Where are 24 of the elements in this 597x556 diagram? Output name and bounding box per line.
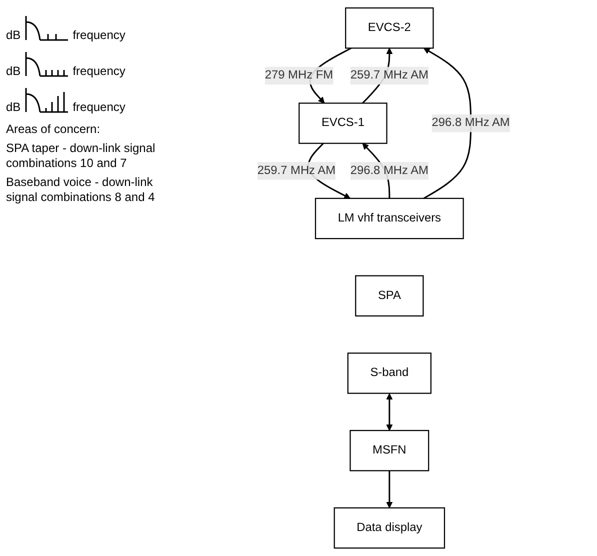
node-box: Data display xyxy=(334,507,445,549)
node-box: S-band xyxy=(347,352,432,394)
edge-label: 259.7 MHz AM xyxy=(350,68,428,82)
note-text: Areas of concern: xyxy=(6,122,102,137)
edge-label: 279 MHz FM xyxy=(264,68,333,82)
note-text: SPA taper - down-link signal combinations 10 and 7 xyxy=(6,141,156,171)
edge-label: 296.8 MHz AM xyxy=(432,116,510,130)
axis-label: frequency xyxy=(72,28,126,42)
arrow xyxy=(386,470,393,508)
edge-label: 296.8 MHz AM xyxy=(350,164,428,177)
node-box: EVCS-1 xyxy=(298,102,388,144)
axis-label: frequency xyxy=(72,100,126,114)
node-box: MSFN xyxy=(350,430,429,472)
axis-label: dB xyxy=(6,64,21,78)
node-box: LM vhf transceivers xyxy=(314,198,464,240)
node-box: SPA xyxy=(354,275,424,316)
note-text: Baseband voice - down-link signal combinations 8 and 4 xyxy=(6,175,156,205)
axis-label: dB xyxy=(6,28,21,42)
axis-label: frequency xyxy=(72,64,126,78)
axis-label: dB xyxy=(6,100,21,114)
node-box: EVCS-2 xyxy=(344,7,434,49)
arrow xyxy=(423,48,472,200)
arrow xyxy=(386,393,393,431)
edge-label: 259.7 MHz AM xyxy=(257,164,336,177)
